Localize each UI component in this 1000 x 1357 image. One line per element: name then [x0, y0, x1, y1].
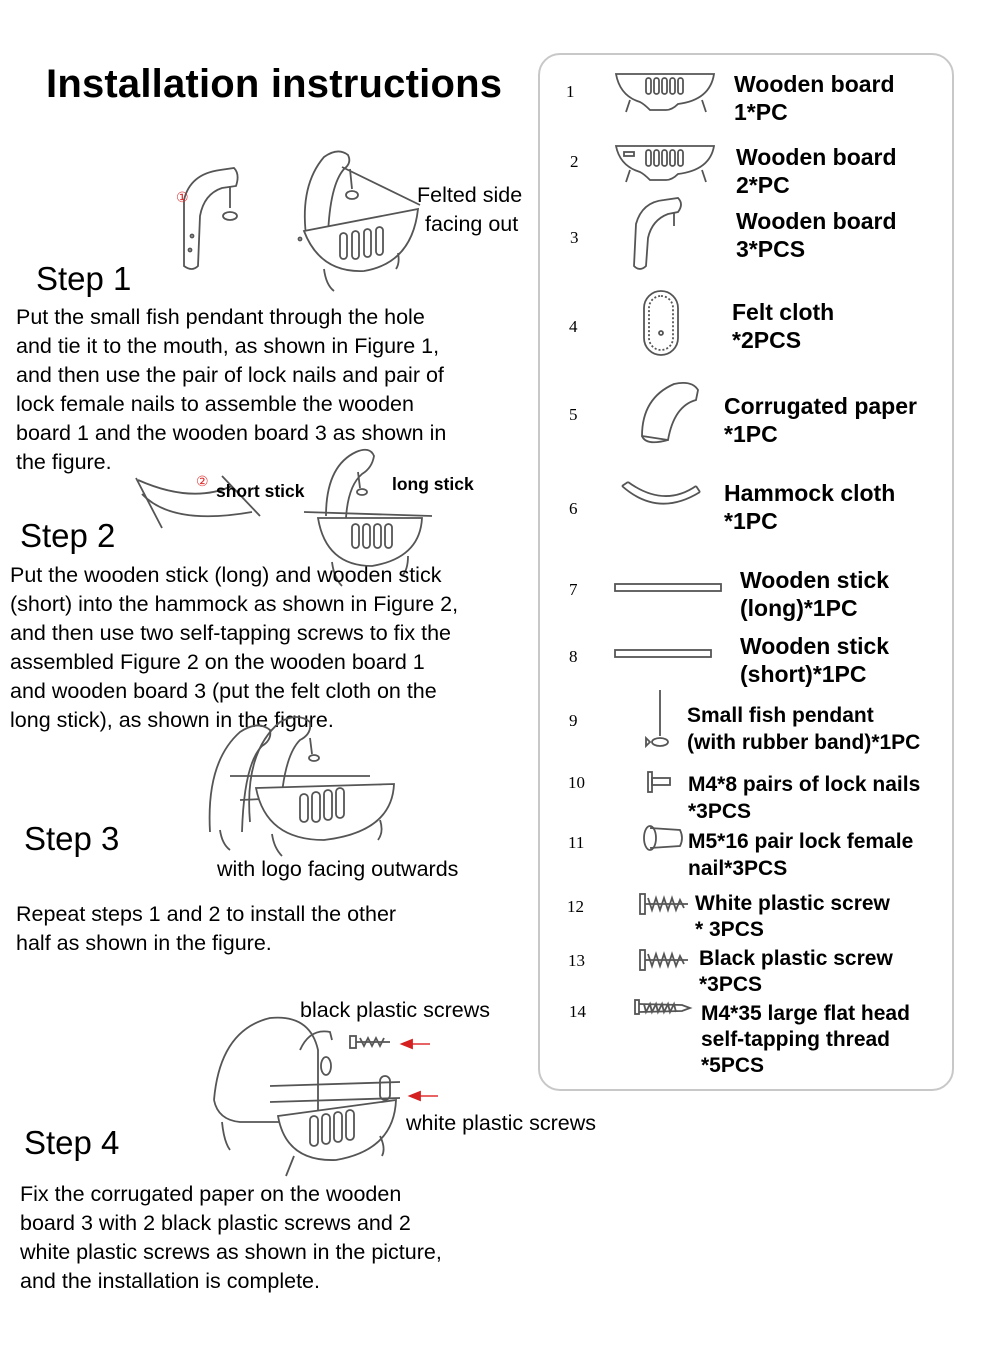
part-name: White plastic screw * 3PCS: [695, 892, 890, 941]
part-name: Wooden stick (long)*1PC: [740, 567, 890, 621]
step1-text: Put the small fish pendant through the h…: [16, 305, 447, 474]
part-name: Black plastic screw *3PCS: [699, 947, 893, 996]
step3-text: Repeat steps 1 and 2 to install the othe…: [16, 902, 397, 955]
part-number: 12: [567, 897, 584, 916]
logo-outward-caption: with logo facing outwards: [217, 857, 459, 881]
part-name: M4*8 pairs of lock nails *3PCS: [688, 773, 921, 823]
part-number: 3: [570, 228, 579, 247]
step4-heading: Step 4: [24, 1124, 120, 1161]
part-number: 1: [566, 82, 575, 101]
black-screws-callout: black plastic screws: [300, 998, 490, 1022]
page-title: Installation instructions: [46, 62, 503, 106]
wooden-board-1-icon: [614, 73, 716, 113]
part-number: 4: [569, 317, 578, 336]
part-number: 13: [568, 951, 585, 970]
step4-text: Fix the corrugated paper on the wooden b…: [20, 1182, 442, 1293]
felt-cloth-icon: [643, 290, 679, 356]
step1-heading: Step 1: [36, 260, 132, 297]
step3-heading: Step 3: [24, 820, 120, 857]
black-plastic-screw-icon: [639, 949, 688, 971]
part-name: Wooden stick (short)*1PC: [740, 633, 890, 687]
step4-figure-assembly-icon: [213, 1016, 438, 1177]
part-name: Felt cloth *2PCS: [732, 299, 835, 353]
long-stick-label: long stick: [392, 474, 474, 494]
wooden-board-2-icon: [614, 145, 716, 183]
wooden-board-3-icon: [633, 197, 682, 270]
step2-text: Put the wooden stick (long) and wooden s…: [10, 563, 459, 732]
part-name: Corrugated paper *1PC: [724, 393, 917, 447]
step1-figure-board3-icon: ①: [176, 167, 239, 270]
part-number: 10: [568, 773, 585, 792]
part-name: Wooden board 1*PC: [734, 71, 895, 125]
part-number: 6: [569, 499, 578, 518]
part-number: 2: [570, 152, 579, 171]
corrugated-paper-icon: [641, 381, 699, 444]
white-plastic-screw-icon: [639, 893, 688, 915]
wooden-stick-short-icon: [614, 649, 712, 658]
fish-pendant-icon: [645, 690, 669, 749]
white-screws-callout: white plastic screws: [406, 1111, 596, 1135]
lock-nail-icon: [647, 771, 671, 793]
part-number: 9: [569, 711, 578, 730]
wooden-stick-long-icon: [614, 583, 722, 592]
short-stick-label: short stick: [216, 481, 305, 501]
part-number: 14: [569, 1002, 586, 1021]
part-number: 5: [569, 405, 578, 424]
part-name: Wooden board 3*PCS: [736, 208, 897, 262]
parts-list-panel: [538, 53, 954, 1091]
part-name: Wooden board 2*PC: [736, 144, 897, 198]
part-number: 8: [569, 647, 578, 666]
part-name: Hammock cloth *1PC: [724, 480, 896, 534]
step1-figure-assembly-icon: [297, 150, 421, 292]
svg-text:①: ①: [176, 189, 189, 205]
step2-figure-hammock-icon: ②: [135, 473, 261, 529]
felted-side-callout-line1: Felted side: [417, 183, 523, 207]
hammock-cloth-icon: [621, 481, 701, 505]
step2-heading: Step 2: [20, 517, 116, 554]
svg-text:②: ②: [196, 473, 209, 489]
part-number: 7: [569, 580, 578, 599]
step2-figure-assembly-icon: [303, 448, 433, 587]
part-name: Small fish pendant (with rubber band)*1P…: [687, 704, 921, 754]
step3-figure-assembly-icon: [208, 716, 395, 857]
lock-female-nail-icon: [643, 825, 683, 851]
self-tapping-screw-icon: [634, 999, 693, 1015]
part-name: M4*35 large flat head self-tapping threa…: [701, 1002, 910, 1077]
part-name: M5*16 pair lock female nail*3PCS: [688, 830, 914, 880]
part-number: 11: [568, 833, 585, 852]
felted-side-callout-line2: facing out: [425, 212, 519, 236]
